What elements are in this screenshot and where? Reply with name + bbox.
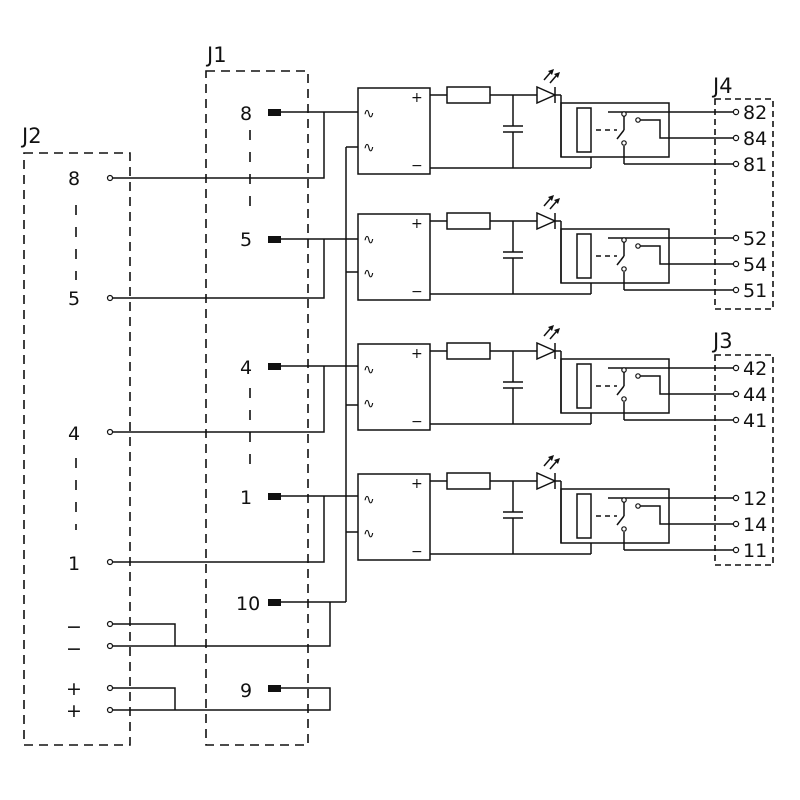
- relay-channel-3: [357, 325, 740, 431]
- j3-label: J3: [711, 329, 733, 353]
- relay-coil: [576, 493, 592, 539]
- j2-label: J2: [20, 124, 42, 148]
- contact-11-label: 11: [743, 540, 767, 562]
- minus-symbol: −: [411, 544, 423, 560]
- contact-81-label: 81: [743, 154, 767, 176]
- ac-symbol: ∿: [363, 492, 375, 508]
- relay-coil: [576, 107, 592, 153]
- relay-frame: [560, 488, 670, 544]
- led: [536, 85, 557, 105]
- j2-plus-label-b: +: [66, 700, 82, 722]
- ac-symbol: ∿: [363, 396, 375, 412]
- rectifier-block: [357, 343, 431, 431]
- ac-symbol: ∿: [363, 140, 375, 156]
- contact-12-label: 12: [743, 488, 767, 510]
- contact-42-label: 42: [743, 358, 767, 380]
- relay-coil: [576, 233, 592, 279]
- rectifier-block: [357, 213, 431, 301]
- relay-channel-1: [357, 69, 740, 175]
- led: [536, 341, 557, 361]
- contact-82-label: 82: [743, 102, 767, 124]
- plus-symbol: +: [411, 346, 423, 362]
- ac-symbol: ∿: [363, 266, 375, 282]
- relay-frame: [560, 358, 670, 414]
- relay-coil: [576, 363, 592, 409]
- j4-connector-housing: [714, 98, 774, 310]
- relay-frame: [560, 102, 670, 158]
- j3-connector-housing: [714, 354, 774, 566]
- j1-pin-1-label: 1: [240, 487, 252, 509]
- j2-minus-label-b: −: [66, 638, 82, 660]
- j1-connector-housing: [205, 70, 309, 746]
- ac-symbol: ∿: [363, 362, 375, 378]
- j1-pin-4-label: 4: [240, 357, 252, 379]
- plus-symbol: +: [411, 216, 423, 232]
- j1-pin-5-label: 5: [240, 229, 252, 251]
- j2-minus-label-a: −: [66, 616, 82, 638]
- relay-frame: [560, 228, 670, 284]
- j2-pin-8-label: 8: [68, 168, 80, 190]
- plus-symbol: +: [411, 90, 423, 106]
- j1-pin-10-label: 10: [236, 593, 260, 615]
- contact-52-label: 52: [743, 228, 767, 250]
- plus-symbol: +: [411, 476, 423, 492]
- j2-terminal-dots: [106, 174, 114, 714]
- led: [536, 471, 557, 491]
- contact-labels: 82 84 81 52 54 51 42 44 41 12 14 11: [743, 102, 767, 562]
- relay-channel-4: [357, 455, 740, 561]
- j1-label: J1: [205, 43, 227, 67]
- resistor: [446, 342, 491, 360]
- j1-pin-blocks: [268, 109, 281, 692]
- rectifier-block: [357, 473, 431, 561]
- pin-range-dashes: [75, 130, 251, 530]
- contact-84-label: 84: [743, 128, 767, 150]
- contact-41-label: 41: [743, 410, 767, 432]
- relay-channel-2: [357, 195, 740, 301]
- resistor: [446, 212, 491, 230]
- j1-pin-9-label: 9: [240, 680, 252, 702]
- minus-symbol: −: [411, 284, 423, 300]
- j2-plus-label-a: +: [66, 678, 82, 700]
- contact-51-label: 51: [743, 280, 767, 302]
- j4-label: J4: [711, 74, 733, 98]
- input-wiring: [110, 111, 358, 711]
- j2-connector-housing: [23, 152, 131, 746]
- minus-symbol: −: [411, 158, 423, 174]
- contact-54-label: 54: [743, 254, 767, 276]
- led: [536, 211, 557, 231]
- resistor: [446, 472, 491, 490]
- ac-symbol: ∿: [363, 106, 375, 122]
- rectifier-symbols: ∿ ∿ + − ∿ ∿ + − ∿ ∿ + − ∿ ∿ + −: [363, 90, 423, 560]
- resistor: [446, 86, 491, 104]
- j1-pin-8-label: 8: [240, 103, 252, 125]
- rectifier-block: [357, 87, 431, 175]
- ac-symbol: ∿: [363, 526, 375, 542]
- contact-14-label: 14: [743, 514, 767, 536]
- ac-symbol: ∿: [363, 232, 375, 248]
- j2-pin-5-label: 5: [68, 288, 80, 310]
- minus-symbol: −: [411, 414, 423, 430]
- j2-pin-1-label: 1: [68, 553, 80, 575]
- j2-pin-4-label: 4: [68, 423, 80, 445]
- contact-44-label: 44: [743, 384, 767, 406]
